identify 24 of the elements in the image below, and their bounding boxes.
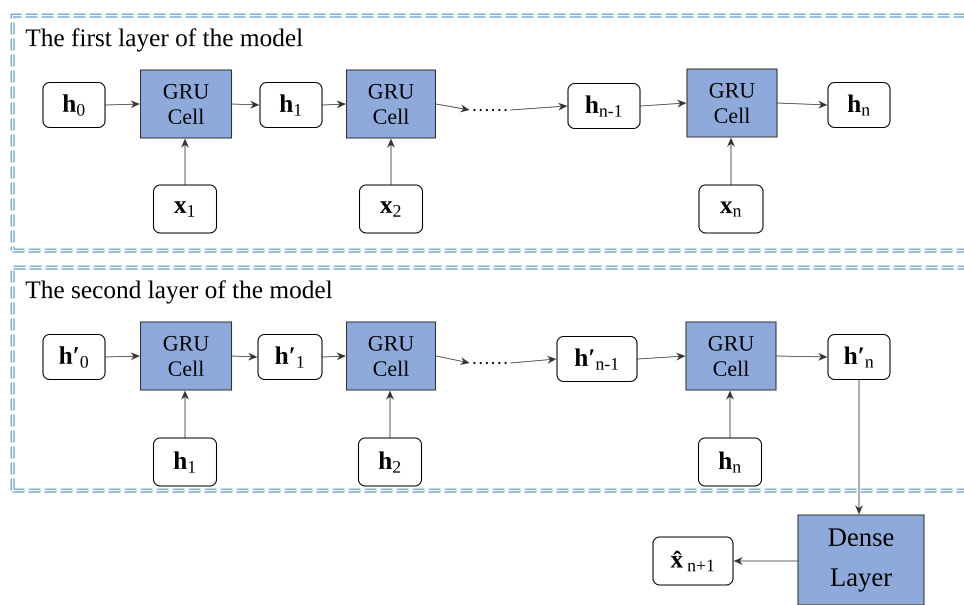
- variable-box: h′$_{n-1}$: [556, 336, 638, 382]
- variable-box: x$_{n}$: [698, 184, 764, 234]
- variable-box: h′$_{0}$: [42, 334, 106, 380]
- variable-box: h′$_{n}$: [827, 334, 891, 380]
- ellipsis-text: ……: [473, 362, 507, 364]
- gru-cell-box: GRU Cell: [685, 321, 777, 391]
- variable-box: h$_{n}$: [698, 437, 762, 487]
- variable-box: h′$_{1}$: [257, 334, 323, 380]
- dense-layer-box: Dense Layer: [797, 514, 925, 605]
- variable-box: x$_{1}$: [152, 184, 218, 234]
- gru-cell-box: GRU Cell: [140, 321, 232, 391]
- variable-box: x̂$_{n+1}$: [652, 536, 734, 586]
- variable-box: h$_{1}$: [259, 82, 323, 128]
- variable-box: h$_{2}$: [358, 437, 422, 487]
- gru-cell-box: GRU Cell: [140, 69, 232, 139]
- ellipsis-text: ……: [473, 108, 507, 112]
- variable-box: h$_{0}$: [42, 82, 106, 128]
- gru-cell-box: GRU Cell: [686, 68, 778, 138]
- variable-box: h$_{n-1}$: [567, 82, 641, 130]
- gru-cell-box: GRU Cell: [346, 321, 436, 391]
- variable-box: x$_{2}$: [358, 184, 424, 234]
- variable-box: h$_{n}$: [827, 82, 891, 128]
- gru-cell-box: GRU Cell: [346, 69, 436, 139]
- variable-box: h$_{1}$: [152, 437, 218, 487]
